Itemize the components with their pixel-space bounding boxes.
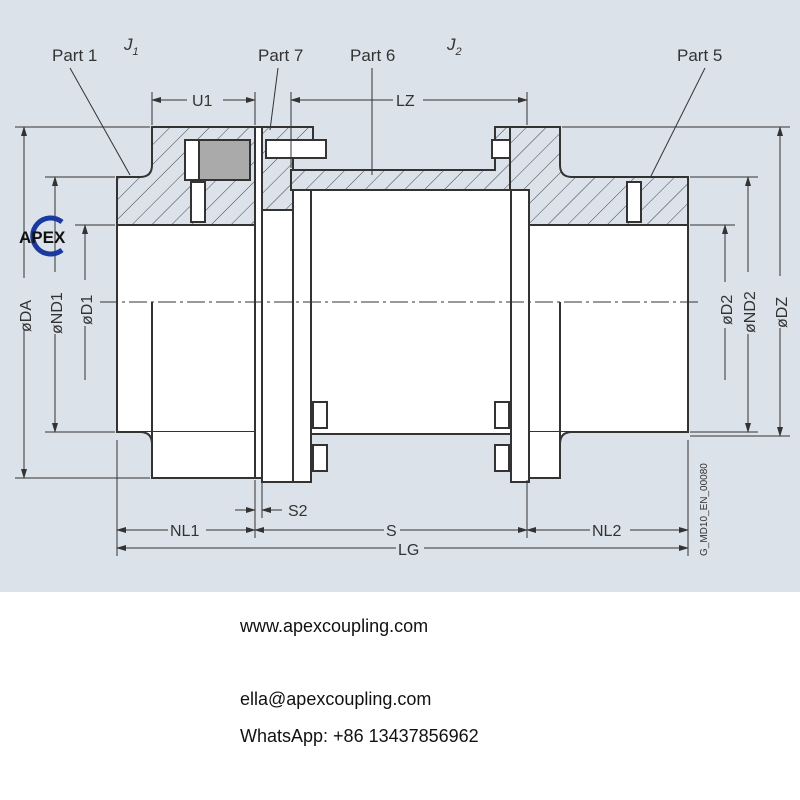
label-part6: Part 6 [350, 46, 395, 65]
right-hub-part5 [509, 126, 689, 479]
label-part1: Part 1 [52, 46, 97, 65]
dim-s2: S2 [288, 503, 308, 520]
dim-s: S [386, 523, 397, 540]
dim-lg: LG [398, 542, 419, 559]
dim-d1: øD1 [79, 295, 96, 325]
dim-nl1: NL1 [170, 523, 199, 540]
part-labels: Part 1 J1 Part 7 Part 6 J2 Part 5 [52, 35, 722, 179]
dim-dz: øDZ [774, 297, 791, 328]
label-j1: J1 [123, 35, 139, 58]
email-link[interactable]: ella@apexcoupling.com [240, 689, 432, 709]
dimensions: U1 LZ S2 NL1 S NL2 LG øDA øND1 [14, 90, 791, 559]
dim-nd1: øND1 [49, 292, 66, 334]
spacer-part6 [290, 126, 553, 483]
apex-logo: APEX [19, 215, 66, 257]
adapter-part7 [261, 126, 327, 483]
left-hub-part1 [116, 126, 256, 479]
dim-nd2: øND2 [742, 291, 759, 333]
coupling-technical-drawing: Part 1 J1 Part 7 Part 6 J2 Part 5 U1 LZ … [0, 0, 800, 592]
label-j2: J2 [446, 35, 462, 58]
svg-text:APEX: APEX [19, 228, 66, 247]
dim-nl2: NL2 [592, 523, 621, 540]
website-link[interactable]: www.apexcoupling.com [240, 616, 429, 636]
dim-lz: LZ [396, 93, 415, 110]
dim-d2: øD2 [719, 295, 736, 325]
whatsapp-contact: WhatsApp: +86 13437856962 [240, 726, 479, 746]
label-part5: Part 5 [677, 46, 722, 65]
dim-u1: U1 [192, 93, 213, 110]
dim-da: øDA [18, 300, 35, 332]
label-part7: Part 7 [258, 46, 303, 65]
drawing-code: G_MD10_EN_00080 [699, 463, 710, 556]
